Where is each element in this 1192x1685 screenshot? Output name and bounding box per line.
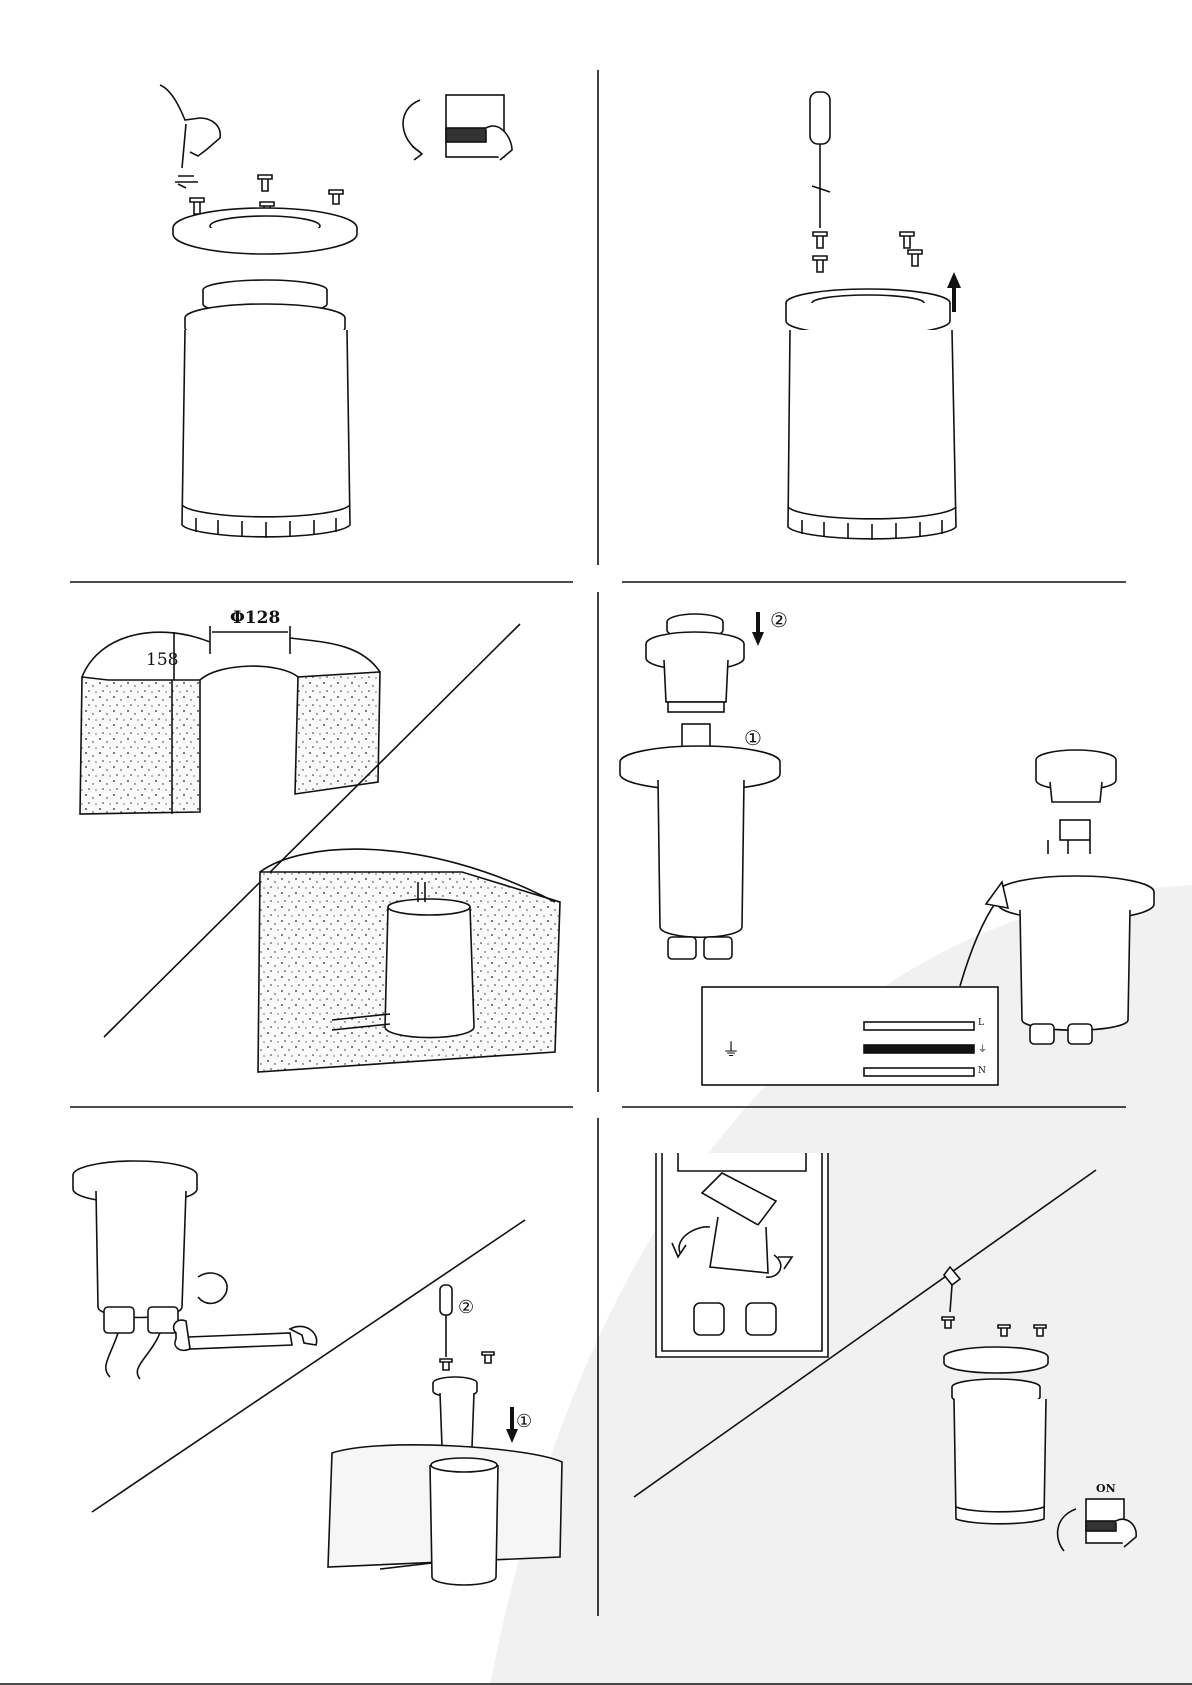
panel-5-tighten-and-insert (0, 1107, 598, 1627)
arrow-icon (403, 100, 422, 160)
ground-symbol-icon: ⏚ (722, 1036, 740, 1062)
screwdriver-icon (810, 92, 830, 228)
wire-l-label: L (978, 1018, 984, 1028)
switch-on-label: ON (1096, 1482, 1116, 1495)
wire-pe-label: ⏚ (978, 1042, 987, 1055)
diameter-label: Φ128 (230, 608, 280, 628)
step-one-label-b: ① (516, 1411, 532, 1432)
screwdriver-icon (440, 1285, 452, 1357)
wrench-icon (174, 1320, 317, 1350)
arrow-icon (752, 612, 764, 646)
panel-4-wiring (598, 582, 1192, 1092)
step-two-label: ② (770, 608, 788, 632)
step-one-label: ① (744, 726, 762, 750)
step-two-label-b: ② (458, 1297, 474, 1318)
arrow-icon (960, 882, 1008, 986)
hand-icon (160, 85, 220, 188)
panel-2-unscrew-ring (598, 0, 1192, 580)
switch-icon (1086, 1499, 1136, 1547)
panel-6-reassemble-switch-on (598, 1107, 1192, 1627)
panel-3-dig-hole (0, 582, 598, 1092)
panel-1-remove-cover (0, 0, 598, 580)
switch-icon (446, 95, 512, 160)
wire-n-label: N (978, 1066, 986, 1076)
depth-label: 158 (146, 650, 178, 670)
